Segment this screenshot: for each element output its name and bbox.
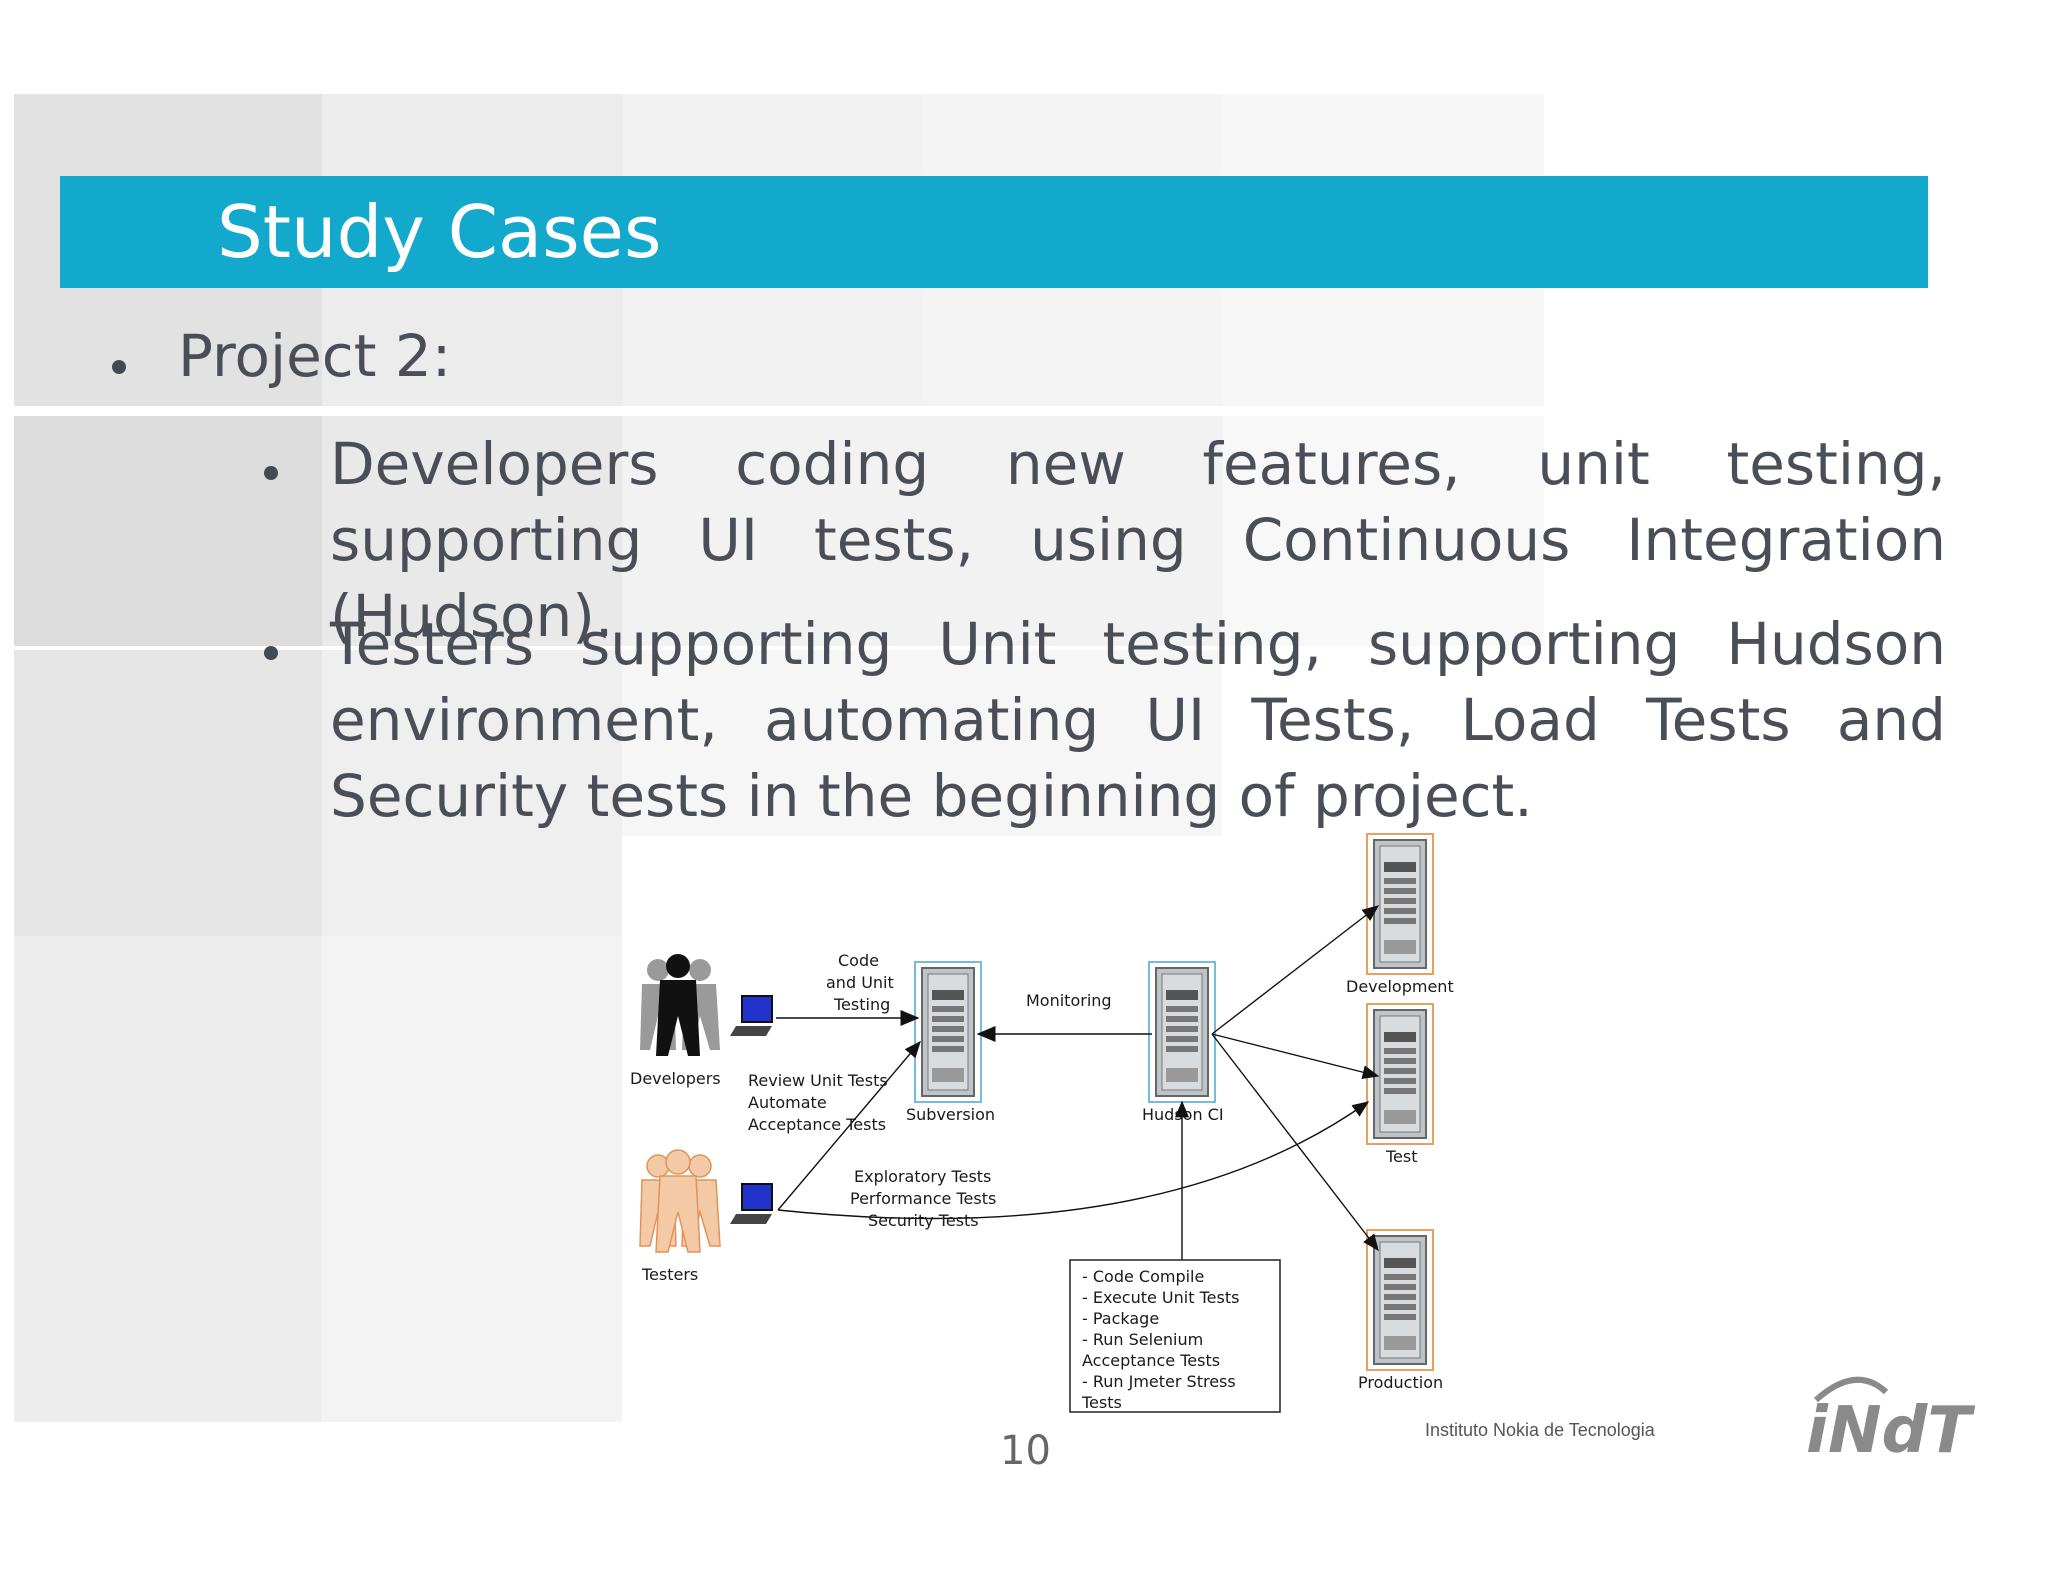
testers-icon xyxy=(639,1149,721,1253)
slide-title: Study Cases xyxy=(217,190,662,274)
review-line-3: Acceptance Tests xyxy=(748,1115,886,1134)
footer-organization: Instituto Nokia de Tecnologia xyxy=(1425,1420,1655,1440)
arrow-testers-to-subversion xyxy=(777,1040,921,1211)
developers-label: Developers xyxy=(630,1069,721,1088)
task-line: - Code Compile xyxy=(1082,1267,1204,1286)
testing-label: Testing xyxy=(833,995,890,1014)
production-server-icon xyxy=(1366,1229,1434,1371)
production-label: Production xyxy=(1358,1373,1443,1392)
exploratory-line-3: Security Tests xyxy=(868,1211,979,1230)
exploratory-line-2: Performance Tests xyxy=(850,1189,996,1208)
task-line: - Package xyxy=(1082,1309,1159,1328)
bullet-dot xyxy=(264,466,278,480)
title-bar: Study Cases xyxy=(60,176,1928,288)
bullet-dot xyxy=(264,646,278,660)
hudson-label: Hudson CI xyxy=(1142,1105,1224,1124)
tester-laptop-icon xyxy=(729,1183,773,1225)
task-line: Tests xyxy=(1081,1393,1122,1412)
unit-label: and Unit xyxy=(826,973,894,992)
review-line-2: Automate xyxy=(748,1093,827,1112)
developers-icon xyxy=(640,954,720,1056)
review-line-1: Review Unit Tests xyxy=(748,1071,888,1090)
monitoring-label: Monitoring xyxy=(1026,991,1112,1010)
arrow-hudson-to-production xyxy=(1211,1033,1379,1252)
arrow-hudson-to-test xyxy=(1211,1033,1380,1080)
subversion-server-icon xyxy=(914,961,982,1103)
page-number: 10 xyxy=(1000,1428,1051,1474)
task-line: Acceptance Tests xyxy=(1082,1351,1220,1370)
ci-diagram: Developers Testers Subversion Hudson CI … xyxy=(630,833,1454,1413)
developer-laptop-icon xyxy=(729,995,773,1037)
svg-text:iNdT: iNdT xyxy=(1806,1394,1975,1460)
bullet-project: Project 2: xyxy=(178,322,452,390)
code-label: Code xyxy=(838,951,879,970)
subversion-label: Subversion xyxy=(906,1105,995,1124)
development-label: Development xyxy=(1346,977,1454,996)
task-line: - Run Selenium xyxy=(1082,1330,1203,1349)
hudson-tasks-box xyxy=(1069,1259,1281,1413)
development-server-icon xyxy=(1366,833,1434,975)
exploratory-line-1: Exploratory Tests xyxy=(854,1167,991,1186)
task-line: - Execute Unit Tests xyxy=(1082,1288,1239,1307)
test-server-icon xyxy=(1366,1003,1434,1145)
bullet-dot xyxy=(112,360,126,374)
testers-label: Testers xyxy=(641,1265,698,1284)
bullet-testers: Testers supporting Unit testing, support… xyxy=(330,610,1946,830)
test-label: Test xyxy=(1385,1147,1418,1166)
arrow-hudson-to-development xyxy=(1211,905,1380,1035)
arrow-testers-to-test xyxy=(777,1101,1370,1220)
hudson-server-icon xyxy=(1148,961,1216,1103)
indt-logo-icon: iNdT xyxy=(1806,1376,1975,1460)
task-line: - Run Jmeter Stress xyxy=(1082,1372,1236,1391)
bullet-developers: Developers coding new features, unit tes… xyxy=(330,430,1946,650)
